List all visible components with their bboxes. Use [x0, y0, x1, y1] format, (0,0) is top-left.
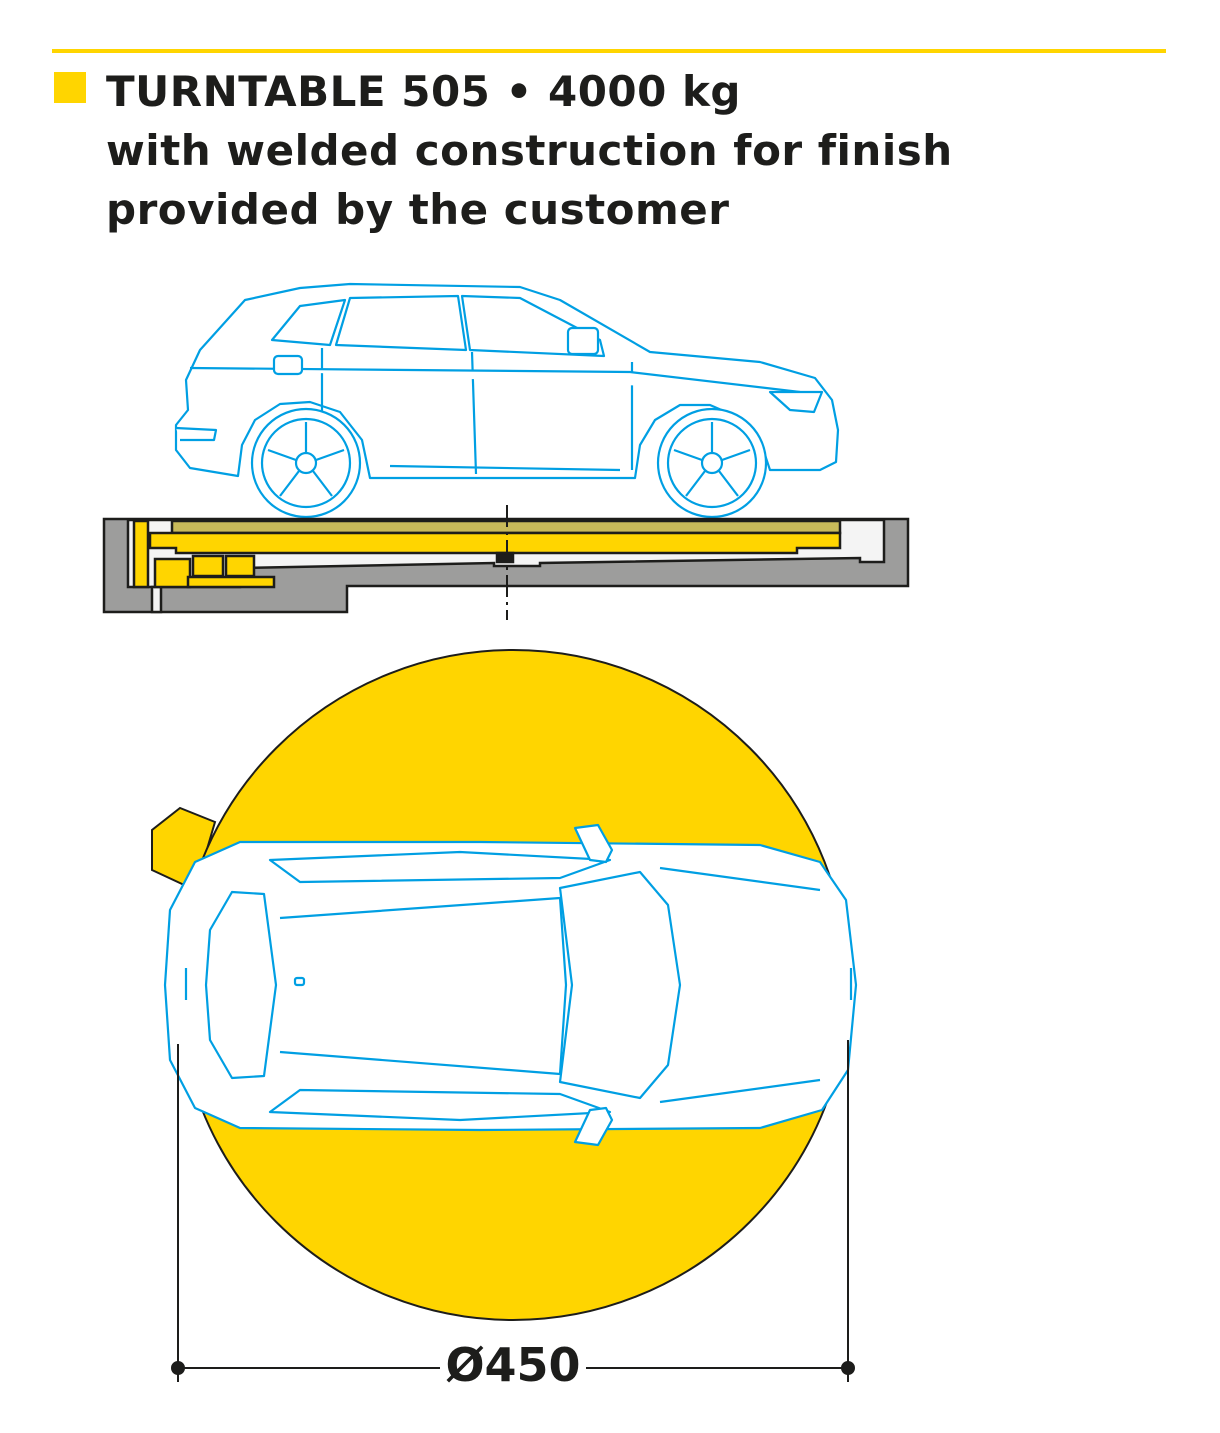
page-title: TURNTABLE 505 • 4000 kg with welded cons… — [106, 62, 953, 239]
title-line-1: TURNTABLE 505 • 4000 kg — [106, 67, 741, 116]
accent-square — [54, 72, 86, 103]
diameter-label: Ø450 — [440, 1338, 586, 1392]
car-top-view — [163, 823, 858, 1147]
pit-cross-section — [102, 505, 910, 620]
title-line-3: provided by the customer — [106, 185, 730, 234]
header-rule — [52, 49, 1166, 53]
title-line-2: with welded construction for finish — [106, 126, 953, 175]
car-side-view — [174, 282, 840, 519]
